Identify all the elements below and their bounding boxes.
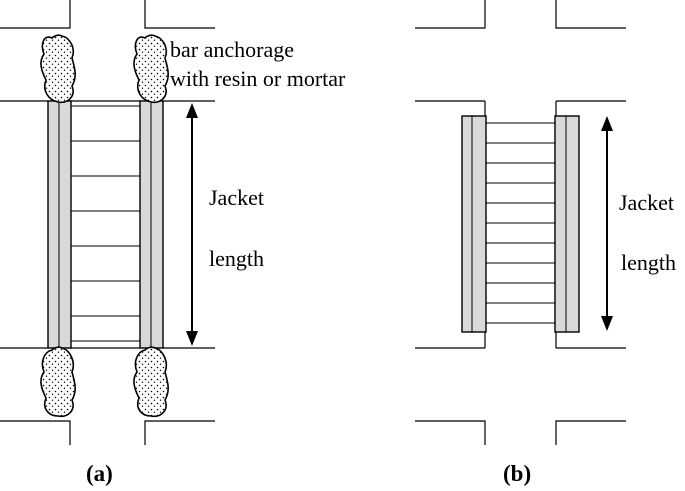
length-label-b: length	[621, 250, 676, 275]
panel-a: bar anchorage with resin or mortar Jacke…	[0, 0, 346, 486]
panel-a-dimension-arrow	[186, 103, 198, 346]
jacket-label-a: Jacket	[209, 185, 264, 210]
right-jacket-strip	[554, 115, 580, 333]
panel-b-frame	[415, 0, 626, 445]
anchorage-label-line-2: with resin or mortar	[170, 66, 346, 91]
left-jacket-strip	[461, 115, 487, 333]
panel-b-dimension-arrow	[601, 116, 613, 331]
panel-b-bars	[461, 115, 580, 333]
panel-a-anchorages	[40, 34, 169, 418]
caption-a: (a)	[86, 461, 113, 486]
caption-b: (b)	[503, 461, 531, 486]
length-label-a: length	[209, 246, 264, 271]
jacket-label-b: Jacket	[619, 190, 674, 215]
panel-a-bars	[47, 100, 164, 349]
panel-a-frame	[0, 0, 215, 445]
panel-b: Jacket length (b)	[415, 0, 676, 486]
anchorage-label-line-1: bar anchorage	[170, 37, 294, 62]
